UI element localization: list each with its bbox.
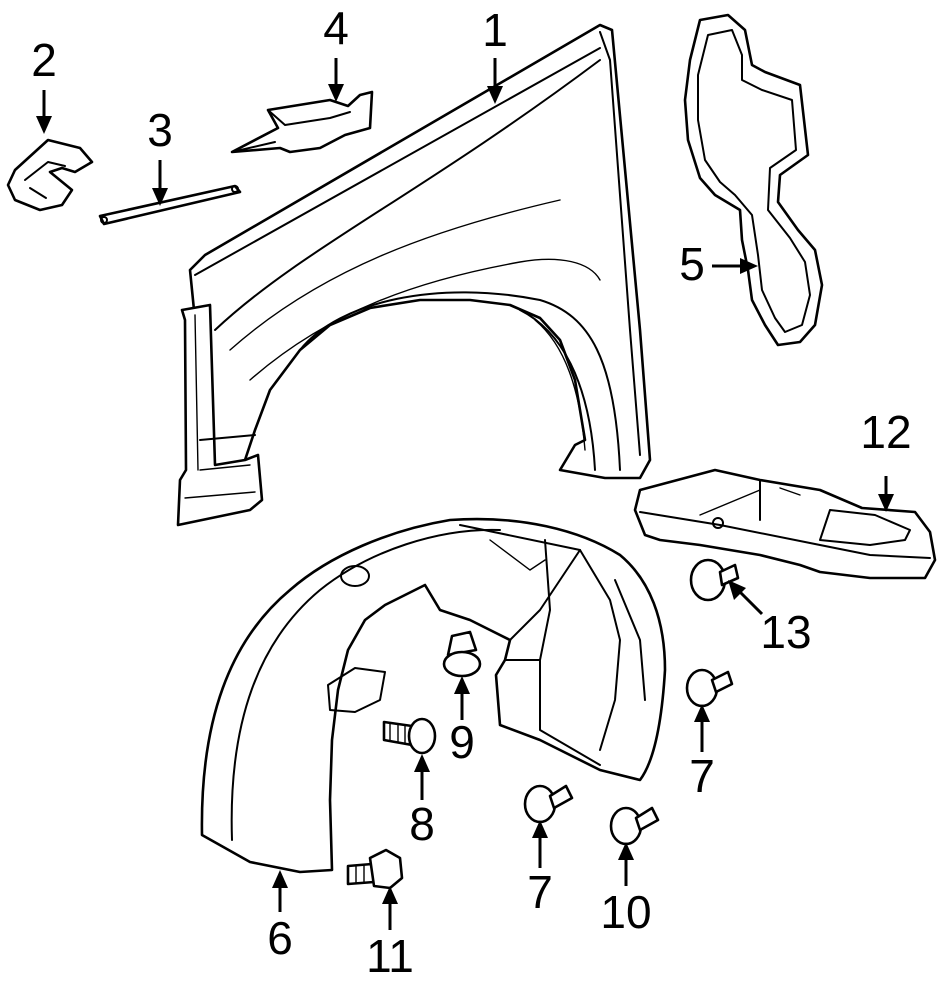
callout-4: 4	[323, 2, 349, 54]
callout-7-right: 7	[689, 750, 715, 802]
bolt-8-part	[382, 717, 437, 755]
bolt-11-part	[346, 848, 404, 890]
callout-12: 12	[860, 406, 911, 458]
leader-lines	[36, 58, 894, 930]
fender-part	[176, 23, 652, 527]
callout-6: 6	[267, 912, 293, 964]
callout-1: 1	[482, 4, 508, 56]
callout-labels: 1 2 3 4 5 6 7 7 8 9 10 11 12 13	[31, 2, 911, 982]
support-rod-part	[98, 184, 242, 226]
push-clip-7-lower-part	[523, 784, 574, 824]
callout-9: 9	[449, 716, 475, 768]
push-clip-13-part	[689, 558, 740, 602]
push-clip-7-right-part	[685, 668, 734, 708]
callout-2: 2	[31, 34, 57, 86]
callout-8: 8	[409, 798, 435, 850]
upper-bracket-part	[230, 90, 374, 154]
callout-3: 3	[147, 104, 173, 156]
insulator-seal-part	[683, 13, 824, 347]
push-clip-10-part	[609, 806, 660, 846]
lower-shield-part	[633, 468, 937, 580]
wheelhouse-liner-part	[200, 517, 667, 874]
screw-9-part	[442, 630, 482, 678]
callout-5: 5	[679, 238, 705, 290]
callout-7-lower: 7	[527, 866, 553, 918]
callout-11: 11	[366, 930, 414, 982]
callout-13: 13	[760, 606, 811, 658]
callout-10: 10	[600, 886, 651, 938]
bracket-clip-part	[6, 138, 94, 212]
